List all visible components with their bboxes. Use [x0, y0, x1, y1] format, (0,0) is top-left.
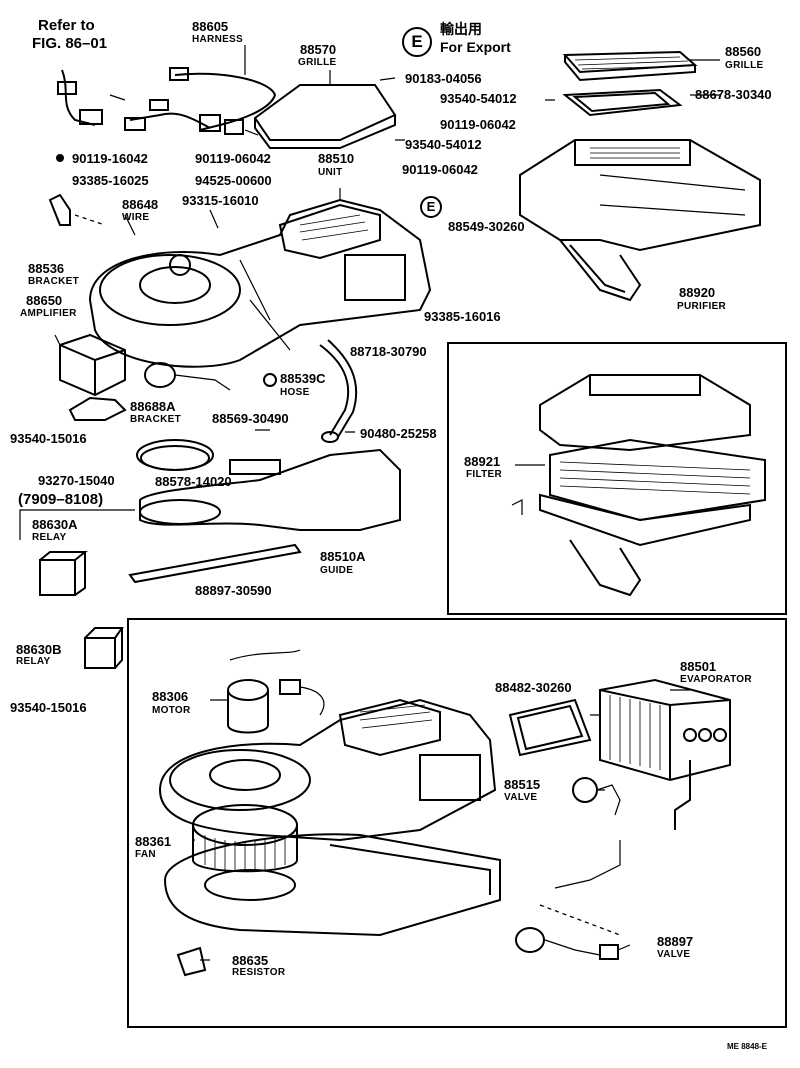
part-88648-number: 88648 — [122, 197, 159, 212]
clamp-88569-illustration — [136, 439, 214, 471]
part-93540-54012-a-label: 93540-54012 — [440, 91, 517, 106]
evaporator-88501-illustration — [599, 678, 731, 830]
part-88560-number: 88560 — [725, 44, 762, 59]
leader-lines — [19, 45, 720, 961]
part-90183-label: 90183-04056 — [405, 71, 482, 86]
part-88635-number: 88635 — [232, 953, 269, 968]
diagram-code: ME 8848-E — [727, 1042, 768, 1051]
part-88688A-name: BRACKET — [130, 414, 181, 425]
part-88570-number: 88570 — [300, 42, 337, 57]
part-93385-16016-label: 93385-16016 — [424, 309, 501, 324]
part-93540-54012-b-label: 93540-54012 — [405, 137, 482, 152]
range-label: (7909–8108) — [18, 491, 104, 508]
part-88605-name: HARNESS — [192, 34, 243, 45]
part-88718-label: 88718-30790 — [350, 344, 427, 359]
part-88515-number: 88515 — [504, 777, 541, 792]
export-japanese-label: 輸出用 — [440, 21, 482, 37]
part-88648-name: WIRE — [122, 212, 150, 223]
part-88921-name: FILTER — [466, 469, 503, 480]
part-88536-number: 88536 — [28, 261, 65, 276]
valve-88897-illustration — [515, 840, 621, 960]
part-88920-number: 88920 — [679, 285, 716, 300]
filter-option-frame — [447, 342, 787, 615]
lower-assembly-frame — [127, 618, 787, 1028]
part-88510-number: 88510 — [318, 151, 355, 166]
part-88897-number: 88897 — [657, 934, 694, 949]
part-93540-15016-a-label: 93540-15016 — [10, 431, 87, 446]
part-88361-number: 88361 — [135, 834, 172, 849]
part-88635-name: RESISTOR — [232, 967, 286, 978]
part-88650-number: 88650 — [26, 293, 63, 308]
part-88921-number: 88921 — [464, 454, 501, 469]
part-88539C-name: HOSE — [280, 387, 310, 398]
part-88630B-name: RELAY — [16, 656, 51, 667]
part-93540-15016-b-label: 93540-15016 — [10, 700, 87, 715]
part-90119-06042-c-label: 90119-06042 — [402, 162, 478, 177]
part-88897-name: VALVE — [657, 949, 691, 960]
bracket-88688A-illustration — [68, 396, 127, 421]
seal-88482-illustration — [508, 698, 592, 757]
part-90119-06042-b-label: 90119-06042 — [195, 151, 271, 166]
part-88560-name: GRILLE — [725, 60, 764, 71]
part-88306-number: 88306 — [152, 689, 189, 704]
lower-unit-illustration — [158, 698, 501, 937]
small-motor-illustration — [144, 362, 231, 391]
refer-harness-illustration — [57, 69, 126, 126]
guide-88510A-illustration — [139, 448, 401, 531]
filter-88921-illustration — [511, 374, 766, 597]
part-90119-06042-a-label: 90119-06042 — [440, 117, 516, 132]
part-88549-label: 88549-30260 — [448, 219, 525, 234]
part-88630A-number: 88630A — [32, 517, 78, 532]
part-93270-label: 93270-15040 — [38, 473, 115, 488]
part-88570-name: GRILLE — [298, 57, 337, 68]
fan-88361-illustration — [192, 804, 298, 873]
part-88650-name: AMPLIFIER — [20, 308, 77, 319]
part-88510A-name: GUIDE — [320, 565, 354, 576]
export-symbol: E — [402, 27, 432, 57]
part-88630B-number: 88630B — [16, 642, 62, 657]
part-88920-name: PURIFIER — [677, 301, 727, 312]
part-93315-label: 93315-16010 — [182, 193, 259, 208]
part-88897-30590-label: 88897-30590 — [195, 583, 272, 598]
harness-illustration — [124, 67, 277, 136]
purifier-88920-illustration — [519, 139, 761, 302]
part-88510-name: UNIT — [318, 167, 343, 178]
part-88569-label: 88569-30490 — [212, 411, 289, 426]
part-88361-name: FAN — [135, 849, 156, 860]
part-88678-label: 88678-30340 — [695, 87, 772, 102]
part-88578-label: 88578-14020 — [155, 474, 232, 489]
part-93385-16025-label: 93385-16025 — [72, 173, 149, 188]
part-88536-name: BRACKET — [28, 276, 79, 287]
unit-88510-illustration — [88, 198, 432, 387]
part-88510A-number: 88510A — [320, 549, 366, 564]
part-88515-name: VALVE — [504, 792, 538, 803]
part-88630A-name: RELAY — [32, 532, 67, 543]
part-88605-number: 88605 — [192, 19, 229, 34]
bracket-88536-illustration — [48, 154, 106, 226]
refer-fig-label: FIG. 86–01 — [32, 35, 108, 52]
grille-88560-illustration — [562, 50, 698, 82]
part-88501-number: 88501 — [680, 659, 717, 674]
part-88482-label: 88482-30260 — [495, 680, 572, 695]
relay-88630A-illustration — [39, 551, 88, 596]
refer-to-label: Refer to — [38, 17, 95, 34]
resistor-88635-illustration — [176, 946, 207, 977]
grille-88570-illustration — [253, 84, 397, 149]
seal-88678-illustration — [562, 88, 683, 117]
export-english-label: For Export — [440, 39, 511, 55]
part-88501-name: EVAPORATOR — [680, 674, 752, 685]
part-88688A-number: 88688A — [130, 399, 176, 414]
amplifier-88650-illustration — [54, 333, 126, 397]
relay-88630B-illustration — [84, 627, 124, 669]
motor-88306-illustration — [227, 649, 325, 734]
part-88539C-number: 88539C — [280, 371, 326, 386]
export-symbol-small: E — [420, 196, 442, 218]
part-88306-name: MOTOR — [152, 705, 191, 716]
part-90480-label: 90480-25258 — [360, 426, 437, 441]
part-90119-16042-label: 90119-16042 — [72, 151, 148, 166]
hose-88539C-illustration — [319, 339, 358, 443]
strip-88897-30590-illustration — [128, 543, 302, 584]
part-94525-label: 94525-00600 — [195, 173, 272, 188]
